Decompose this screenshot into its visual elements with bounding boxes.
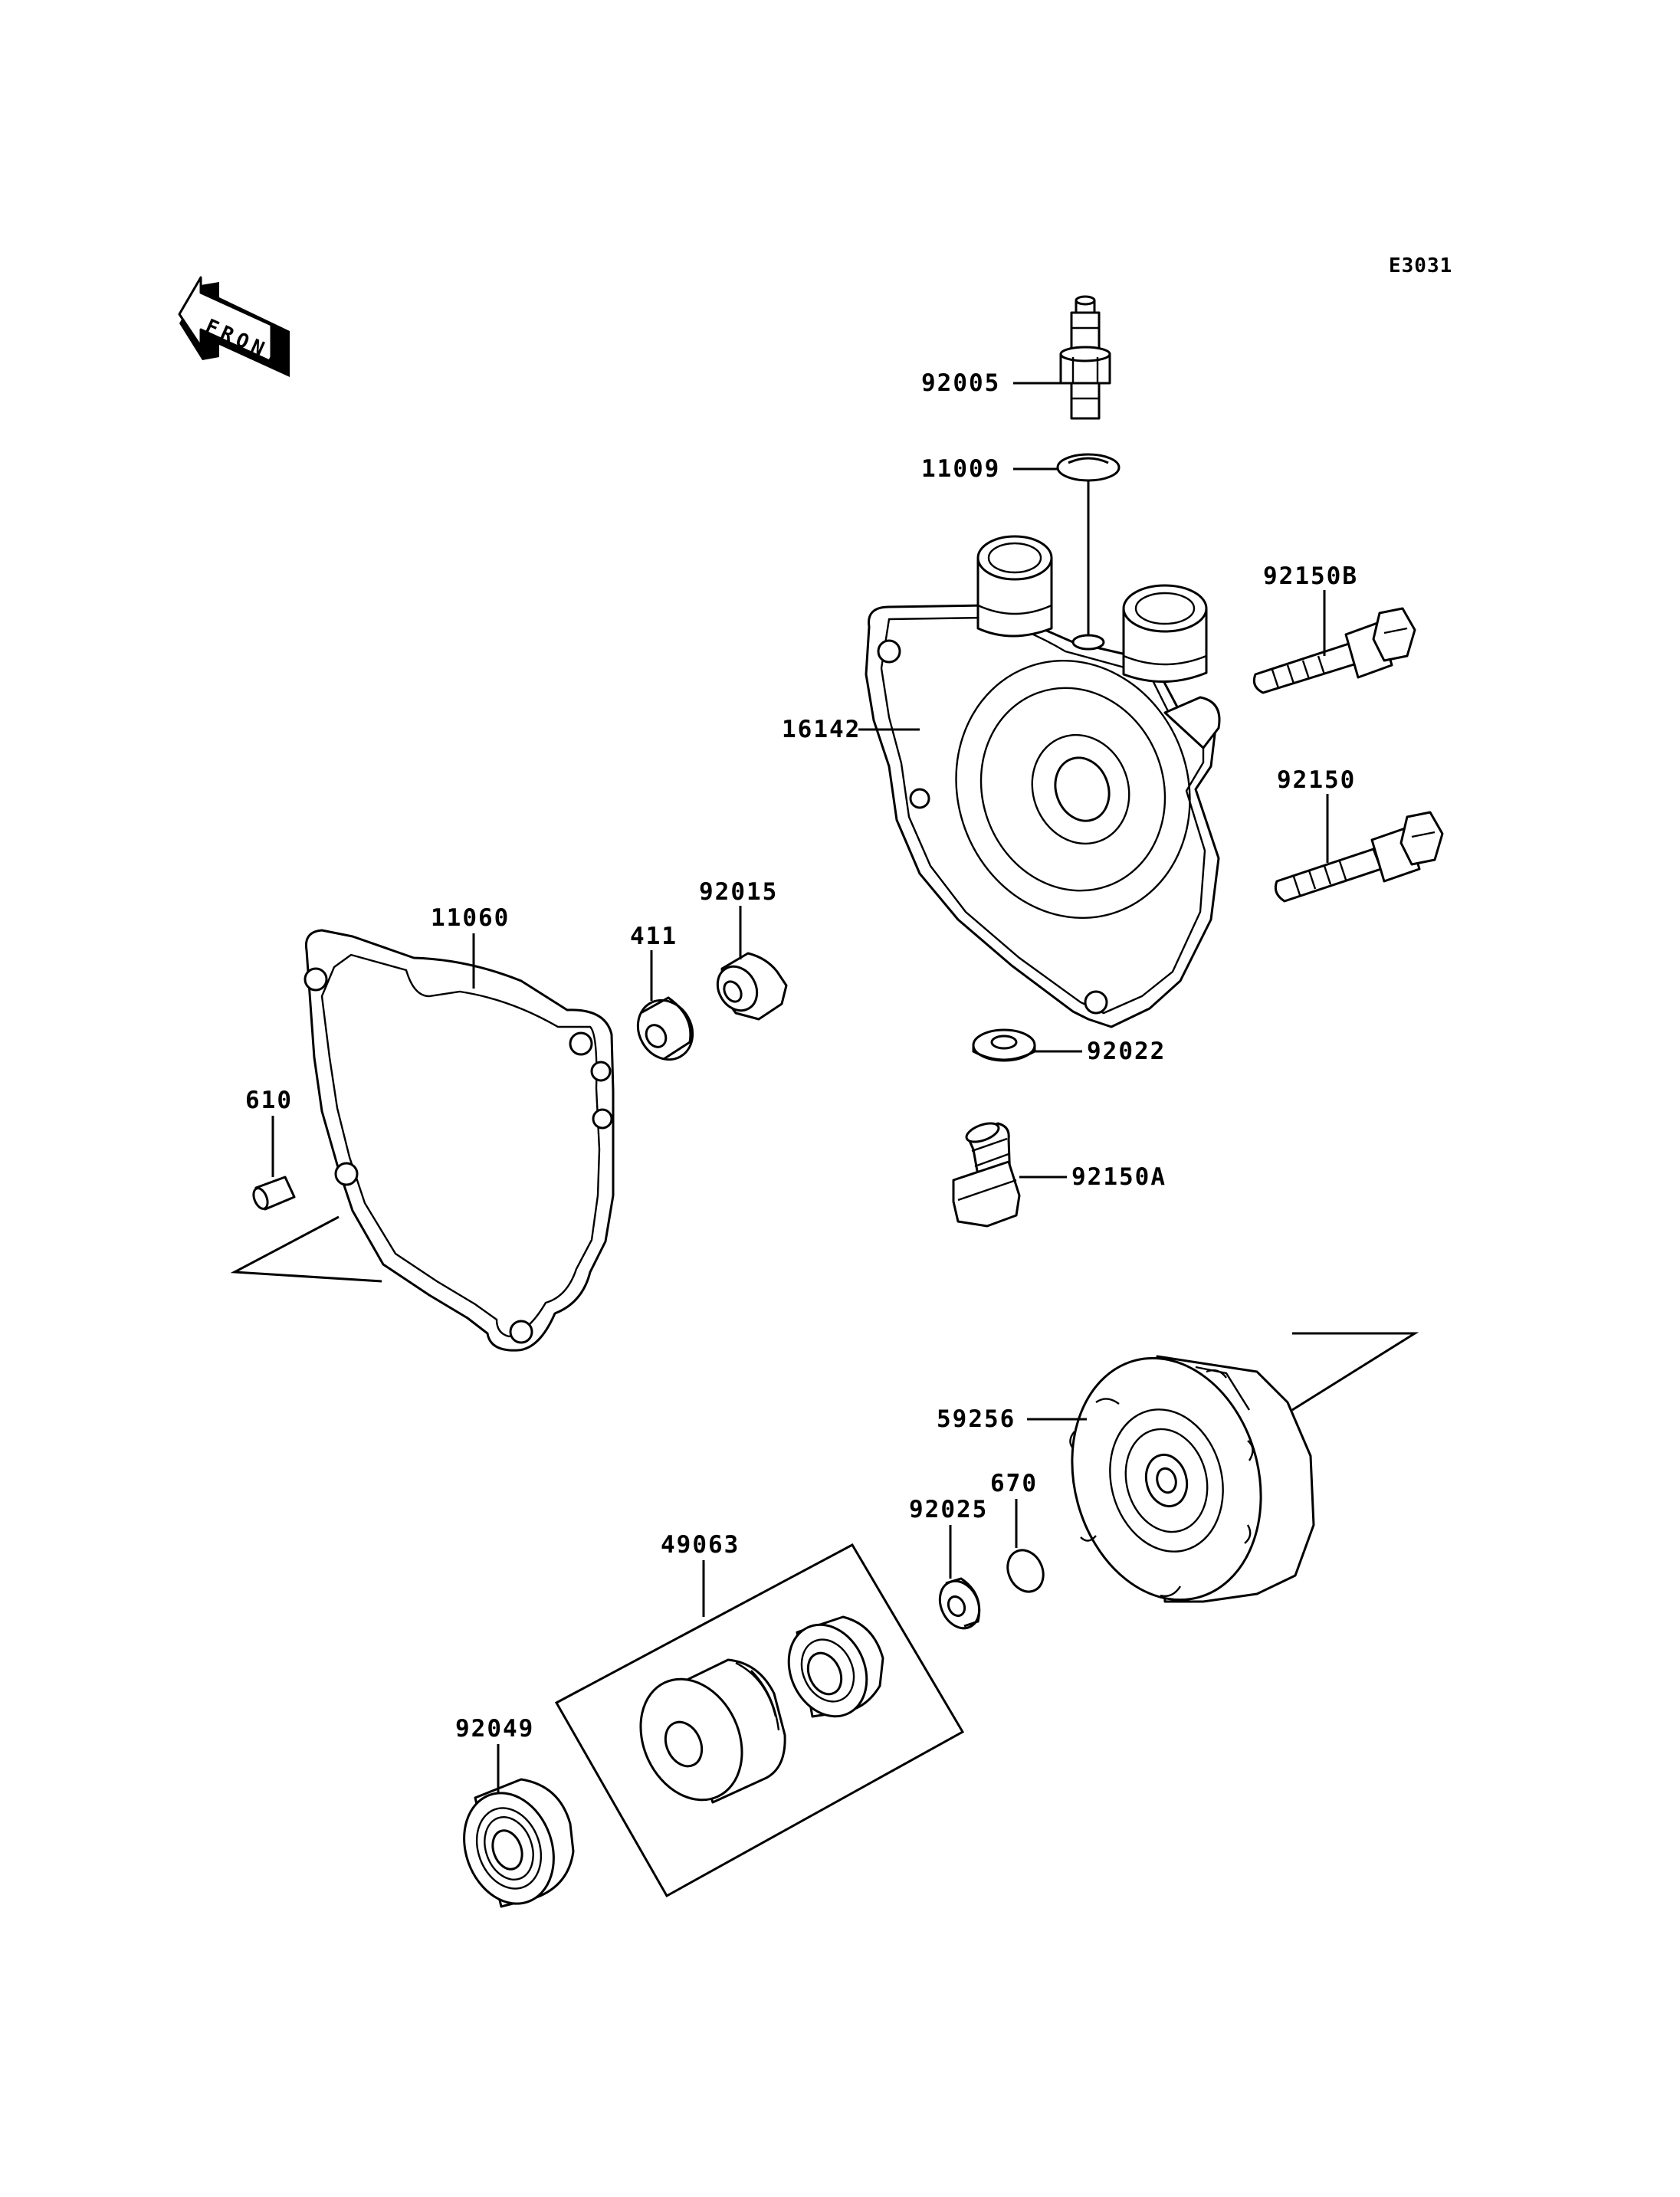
seal-kit-49063 [554,1543,965,1898]
part-label-92049: 92049 [455,1715,534,1743]
part-label-92150B: 92150B [1263,562,1358,590]
bolt-92150B [1252,607,1416,694]
oil-seal-92049 [463,1778,575,1908]
part-label-59256: 59256 [937,1405,1016,1433]
part-label-92150: 92150 [1277,766,1356,794]
gasket-11060 [304,929,615,1352]
part-label-92150A: 92150A [1071,1163,1166,1191]
pointer-left [230,1215,382,1283]
part-label-11009: 11009 [921,455,1000,483]
part-label-11060: 11060 [431,904,510,932]
dowel-pin-610 [252,1176,296,1211]
pointer-right [1291,1332,1419,1412]
washer-92022 [972,1028,1036,1062]
part-label-92005: 92005 [921,369,1000,397]
pump-cover-16142 [865,535,1221,1028]
part-label-16142: 16142 [782,716,861,743]
front-arrow-icon: FRONT [178,276,290,377]
washer-92025 [938,1577,981,1630]
washer-411 [636,996,694,1061]
diagram-code: E3031 [1389,254,1452,277]
part-label-49063: 49063 [661,1531,740,1559]
part-label-92015: 92015 [699,878,778,906]
part-label-411: 411 [630,923,678,950]
bolt-92150A [952,1122,1021,1228]
part-label-610: 610 [245,1087,293,1114]
nut-92015 [716,952,788,1021]
washer-11009 [1056,453,1121,482]
impeller-59256 [1069,1355,1315,1603]
fitting-92005 [1059,295,1111,420]
part-label-92025: 92025 [909,1496,988,1523]
part-label-670: 670 [990,1470,1038,1497]
o-ring-670 [1006,1549,1045,1593]
bolt-92150 [1274,811,1444,903]
part-label-92022: 92022 [1087,1038,1166,1065]
